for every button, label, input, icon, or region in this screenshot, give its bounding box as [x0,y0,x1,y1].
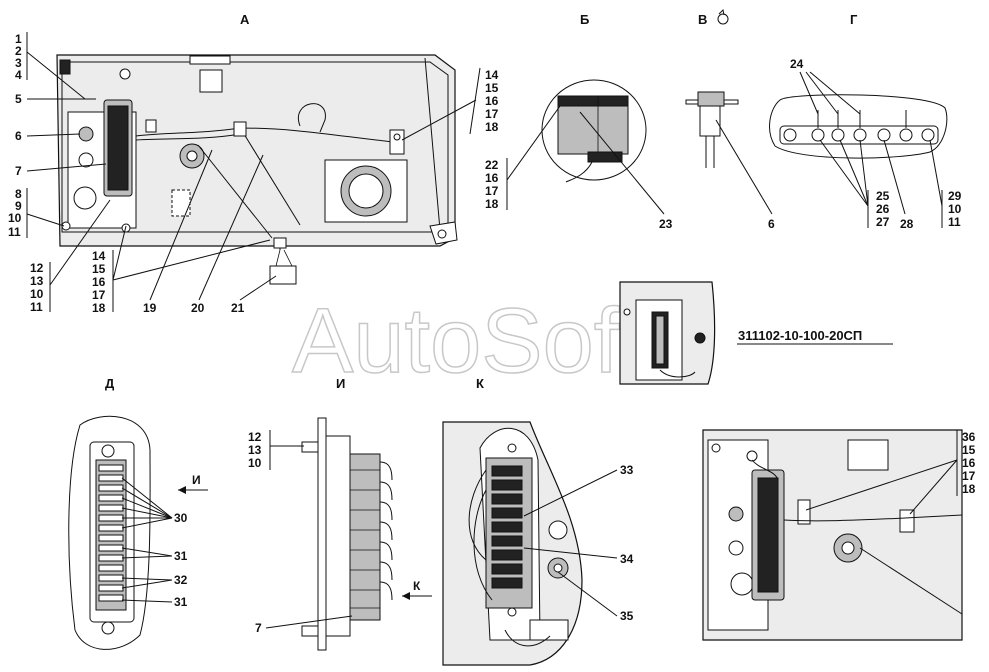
view-label-g: Г [850,12,858,27]
callout-group-1-4: 1 2 3 4 [15,32,86,100]
callout-24: 24 [790,57,804,71]
view-arrow-k: К [402,579,432,600]
callout-31a: 31 [174,549,188,563]
callout-20: 20 [191,301,205,315]
svg-text:11: 11 [948,215,961,229]
callout-35: 35 [620,609,634,623]
callout-6-v: 6 [768,217,775,231]
view-i-side [301,417,393,651]
callout-7-i: 7 [255,621,262,635]
callout-5: 5 [15,92,22,106]
svg-text:11: 11 [30,300,43,314]
svg-text:17: 17 [962,469,976,483]
callout-group-25-27: 25 26 27 [819,139,890,229]
svg-text:17: 17 [92,288,106,302]
terminal-block-k [491,465,523,589]
svg-text:10: 10 [248,456,262,470]
watermark: AutoSoft [292,290,645,392]
view-d-connector [68,415,151,650]
callout-6: 6 [15,129,22,143]
designation: 311102-10-100-20СП [738,328,862,343]
svg-text:14: 14 [485,68,499,82]
callout-33: 33 [620,463,634,477]
svg-text:1: 1 [15,32,22,46]
svg-text:18: 18 [485,120,499,134]
view-k-panel [442,421,583,666]
svg-text:18: 18 [485,197,499,211]
svg-text:17: 17 [485,184,499,198]
svg-text:9: 9 [15,199,22,213]
view-v-plug [685,91,739,168]
callout-group-14-18-right: 14 15 16 17 18 [401,67,499,141]
speaker [324,159,408,223]
terminal-block-a [107,105,129,191]
svg-text:16: 16 [485,94,499,108]
callout-19: 19 [143,301,157,315]
callout-group-8-11: 8 9 10 11 [8,187,65,239]
svg-text:К: К [413,579,421,593]
svg-text:15: 15 [92,262,106,276]
svg-text:18: 18 [92,301,106,315]
svg-text:10: 10 [948,202,962,216]
callout-32: 32 [174,573,188,587]
svg-text:И: И [192,473,201,487]
view-g-busbar [769,94,948,159]
callout-21: 21 [231,301,245,315]
callout-group-12-13-10: 12 13 10 [248,430,304,470]
svg-text:15: 15 [962,443,976,457]
svg-text:11: 11 [8,225,21,239]
svg-text:13: 13 [30,274,44,288]
callout-group-14-18-bottom: 14 15 16 17 18 [92,225,271,315]
view-label-i: И [336,376,345,391]
thumbnail-view [619,281,716,385]
svg-text:10: 10 [8,211,22,225]
svg-text:10: 10 [30,287,44,301]
callout-group-22-18: 22 16 17 18 [485,105,561,211]
view-label-b: Б [580,12,589,27]
callout-23: 23 [659,217,673,231]
callout-34: 34 [620,552,634,566]
view-a-panel [56,54,458,285]
connector-pins [98,464,124,602]
svg-text:8: 8 [15,187,22,201]
callout-30: 30 [174,511,188,525]
callout-28: 28 [900,217,914,231]
view-label-v: В [698,12,707,27]
svg-text:15: 15 [485,81,499,95]
view-label-d: Д [105,376,115,391]
view-variant-panel [702,429,963,641]
svg-text:14: 14 [92,249,106,263]
svg-text:4: 4 [15,68,22,82]
view-label-a: А [240,12,250,27]
rotation-icon [717,8,729,25]
view-arrow-i: И [178,473,208,494]
view-label-k: К [476,376,484,391]
callout-group-12-11: 12 13 10 11 [30,199,111,314]
svg-text:13: 13 [248,443,262,457]
svg-text:16: 16 [92,275,106,289]
svg-text:17: 17 [485,107,499,121]
svg-text:3: 3 [15,56,22,70]
svg-text:12: 12 [30,261,44,275]
svg-text:36: 36 [962,430,976,444]
callout-group-36-18: 36 15 16 17 18 [805,430,976,515]
svg-text:26: 26 [876,202,890,216]
view-b-module [541,79,647,183]
svg-text:29: 29 [948,189,962,203]
svg-text:18: 18 [962,482,976,496]
svg-text:22: 22 [485,158,499,172]
svg-text:25: 25 [876,189,890,203]
svg-text:12: 12 [248,430,262,444]
svg-text:2: 2 [15,44,22,58]
callout-7: 7 [15,164,22,178]
svg-text:16: 16 [485,171,499,185]
callout-group-29-11: 29 10 11 [929,139,962,229]
callout-31b: 31 [174,595,188,609]
svg-text:27: 27 [876,215,890,229]
svg-text:16: 16 [962,456,976,470]
